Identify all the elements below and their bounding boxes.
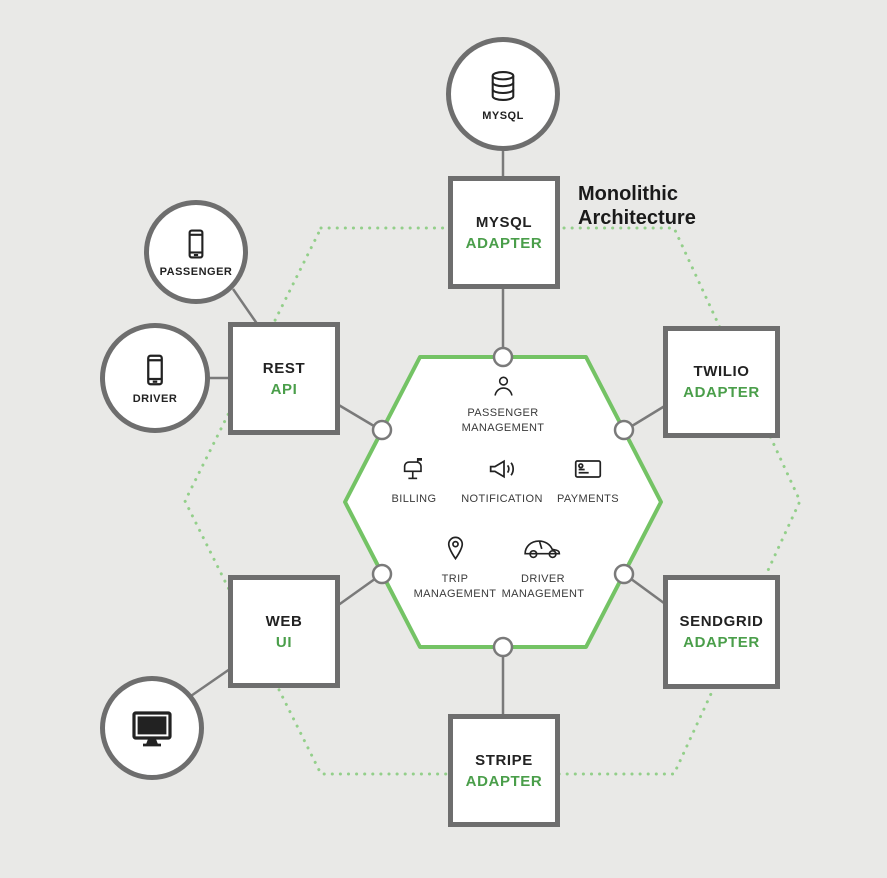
line-sendgrid-to-hexagon [626, 574, 669, 608]
module-trip-management: TRIP MANAGEMENT [403, 530, 507, 602]
adapter-sendgrid-line2: ADAPTER [683, 634, 760, 651]
adapter-rest-api-line2: API [270, 380, 298, 398]
port-bottom [492, 636, 514, 658]
map-pin-icon [441, 530, 470, 566]
person-icon [490, 372, 517, 400]
adapter-twilio-line1: TWILIO [693, 363, 750, 380]
adapter-twilio: TWILIO ADAPTER [663, 326, 780, 438]
node-passenger-label: PASSENGER [159, 265, 233, 278]
monolith-hexagon [343, 355, 663, 649]
diagram-title: Monolithic Architecture [578, 183, 696, 230]
database-icon [484, 67, 522, 105]
module-payments: PAYMENTS [544, 452, 632, 507]
car-icon [521, 529, 565, 566]
port-lower-left [371, 563, 393, 585]
node-driver-label: DRIVER [132, 392, 178, 405]
line-passenger-to-restapi [231, 288, 262, 329]
adapter-twilio-line2: ADAPTER [683, 384, 760, 401]
adapter-sendgrid: SENDGRID ADAPTER [663, 575, 780, 689]
module-notification-label: NOTIFICATION [461, 493, 543, 505]
monolith-boundary-dotted-hexagon [183, 226, 802, 776]
adapter-mysql: MYSQL ADAPTER [448, 176, 560, 289]
node-driver: DRIVER [100, 323, 210, 433]
adapter-web-ui: WEB UI [228, 575, 340, 688]
adapter-web-ui-line2: UI [275, 633, 293, 651]
adapter-stripe-line2: ADAPTER [465, 772, 543, 790]
port-lower-right [613, 563, 635, 585]
module-billing-label: BILLING [391, 493, 437, 505]
line-twilio-to-hexagon [626, 402, 669, 431]
adapter-web-ui-line1: WEB [265, 612, 303, 630]
node-browser [100, 676, 204, 780]
smartphone-icon [179, 227, 213, 261]
adapter-mysql-line2: ADAPTER [465, 234, 543, 252]
adapter-stripe: STRIPE ADAPTER [448, 714, 560, 827]
line-webui-to-hexagon [336, 574, 380, 608]
megaphone-icon [486, 452, 518, 486]
port-upper-left [371, 419, 393, 441]
credit-card-icon [572, 452, 604, 486]
smartphone-icon [137, 352, 173, 388]
module-driver-management-label: DRIVER MANAGEMENT [501, 573, 585, 600]
module-trip-management-label: TRIP MANAGEMENT [413, 573, 497, 600]
module-billing: BILLING [372, 452, 456, 507]
node-passenger: PASSENGER [144, 200, 248, 304]
adapter-rest-api: REST API [228, 322, 340, 435]
module-payments-label: PAYMENTS [556, 493, 620, 505]
node-mysql-database: MYSQL [446, 37, 560, 151]
adapter-rest-api-line1: REST [262, 359, 306, 377]
mailbox-icon [399, 452, 429, 486]
port-top [492, 346, 514, 368]
port-upper-right [613, 419, 635, 441]
diagram-title-line1: Monolithic [578, 183, 678, 205]
module-passenger-management: PASSENGER MANAGEMENT [433, 372, 573, 436]
node-mysql-label: MYSQL [482, 109, 524, 122]
line-restapi-to-hexagon [336, 402, 380, 431]
monitor-icon [128, 704, 176, 752]
adapter-mysql-line1: MYSQL [475, 213, 533, 231]
adapter-stripe-line1: STRIPE [475, 751, 533, 769]
module-notification: NOTIFICATION [452, 452, 552, 507]
diagram-title-line2: Architecture [578, 206, 696, 229]
hexagon-ports [371, 346, 635, 658]
module-driver-management: DRIVER MANAGEMENT [491, 529, 595, 602]
adapter-sendgrid-line1: SENDGRID [679, 613, 764, 630]
module-passenger-management-label: PASSENGER MANAGEMENT [461, 407, 545, 434]
